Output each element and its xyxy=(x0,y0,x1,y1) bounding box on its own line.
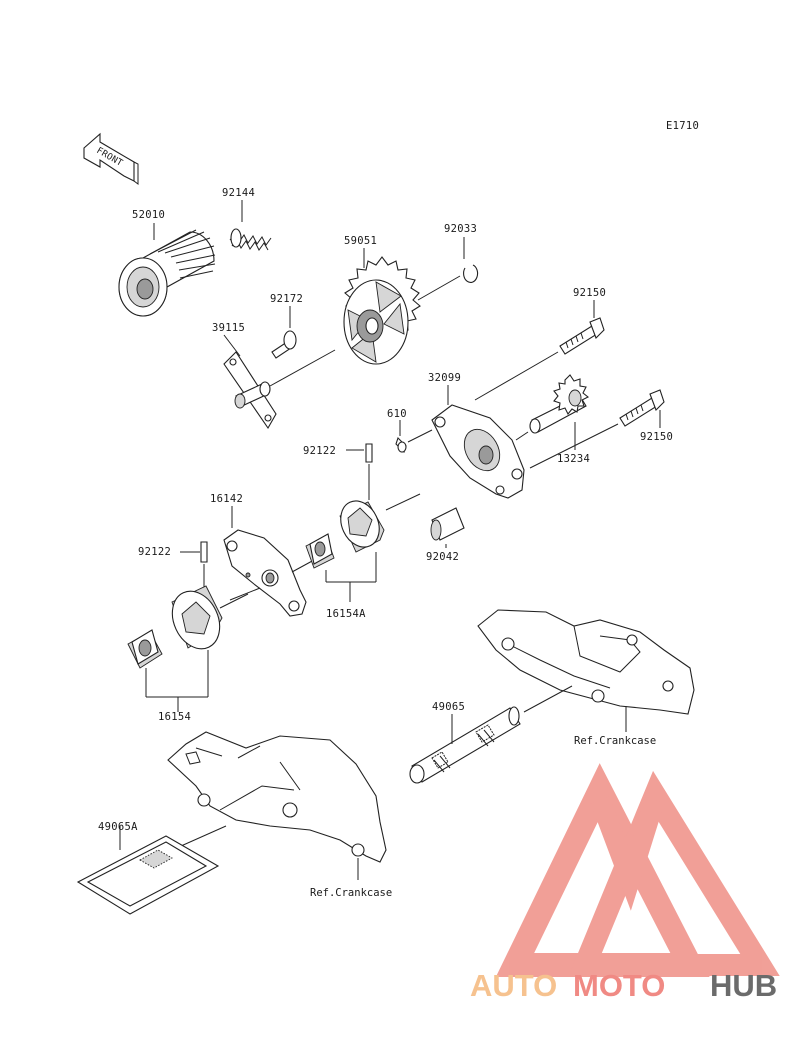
pump-cover-32099 xyxy=(431,404,525,499)
part-92144: 92144 xyxy=(222,187,255,199)
watermark-moto: MOTO xyxy=(573,968,665,1003)
part-52010: 52010 xyxy=(132,209,165,221)
ref-crankcase-right: Ref.Crankcase xyxy=(574,735,656,747)
spring-92144 xyxy=(229,228,272,251)
rotor-16154A-inner xyxy=(305,533,335,569)
part-92172: 92172 xyxy=(270,293,303,305)
part-49065A: 49065A xyxy=(98,821,138,833)
part-49065: 49065 xyxy=(432,701,465,713)
watermark-auto: AUTO xyxy=(470,968,557,1003)
bracket-39115 xyxy=(223,351,277,430)
part-16154: 16154 xyxy=(158,711,191,723)
part-92122-left: 92122 xyxy=(138,546,171,558)
crankcase-bottom xyxy=(167,731,387,863)
diagram-code: E1710 xyxy=(666,120,699,132)
screen-49065A xyxy=(76,835,220,915)
part-92150-right: 92150 xyxy=(640,431,673,443)
watermark-logo-icon xyxy=(495,763,780,977)
front-arrow-icon: FRONT xyxy=(83,132,139,185)
shaft-gear-13234 xyxy=(529,374,590,434)
part-92033: 92033 xyxy=(444,223,477,235)
oil-filter-52010 xyxy=(118,229,216,317)
watermark-text: AUTO MOTO HUB xyxy=(470,968,777,1003)
part-16154A: 16154A xyxy=(326,608,366,620)
circlip-92033 xyxy=(463,264,479,283)
rotor-16154-inner xyxy=(127,629,163,669)
strainer-pipe-49065 xyxy=(409,706,521,784)
logo-m-stroke xyxy=(590,796,665,911)
part-13234: 13234 xyxy=(557,453,590,465)
bolt-92150-top xyxy=(559,317,605,355)
bolt-92150-right xyxy=(619,389,665,427)
screw-92172 xyxy=(271,330,297,359)
collar-92042 xyxy=(430,507,465,541)
part-32099: 32099 xyxy=(428,372,461,384)
part-16142: 16142 xyxy=(210,493,243,505)
ref-crankcase-bottom: Ref.Crankcase xyxy=(310,887,392,899)
crankcase-right xyxy=(477,609,695,715)
pin-92122-left xyxy=(200,541,208,563)
part-610: 610 xyxy=(387,408,407,420)
rotor-16154A-outer xyxy=(339,500,385,553)
pin-92122-upper xyxy=(365,443,373,463)
rotor-16154-outer xyxy=(171,585,223,650)
pin-610 xyxy=(395,436,407,454)
plate-16142 xyxy=(223,529,307,617)
part-92042: 92042 xyxy=(426,551,459,563)
watermark-hub: HUB xyxy=(710,968,777,1003)
gear-59051 xyxy=(343,256,421,365)
part-92122-upper: 92122 xyxy=(303,445,336,457)
part-39115: 39115 xyxy=(212,322,245,334)
part-92150-top: 92150 xyxy=(573,287,606,299)
part-59051: 59051 xyxy=(344,235,377,247)
